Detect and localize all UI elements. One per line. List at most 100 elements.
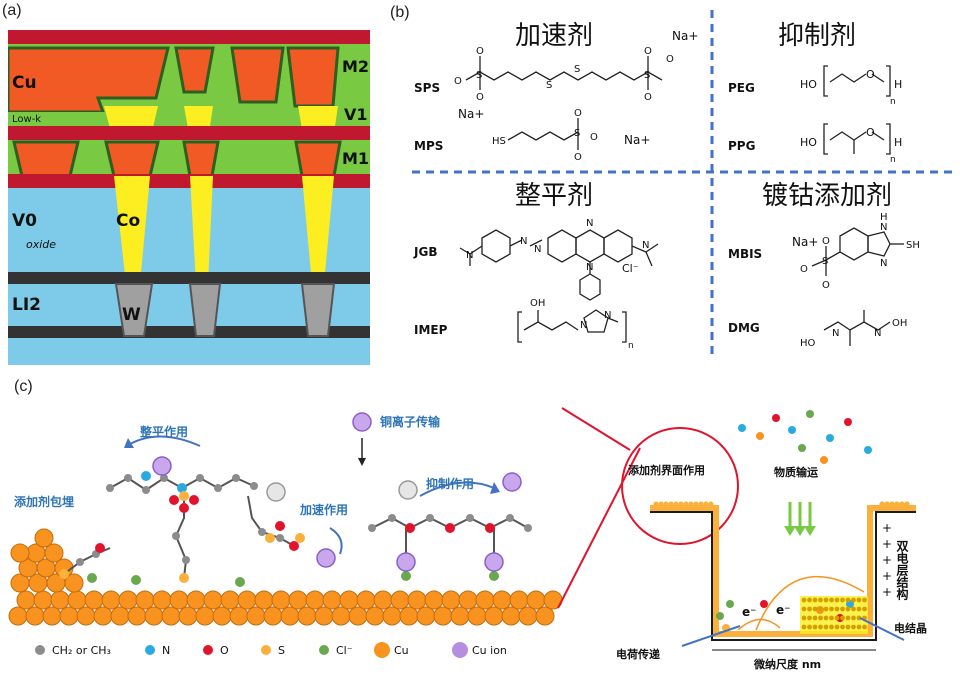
mbis-nh: N (880, 222, 887, 233)
chloride-atom (235, 577, 245, 587)
crystal-dot (818, 606, 823, 612)
label-interface: 添加剂界面作用 (628, 463, 705, 477)
label-v1: V1 (344, 105, 368, 124)
surface-dot (678, 501, 684, 507)
copper-atom (441, 590, 461, 610)
label-mass-transport: 物质输运 (774, 465, 818, 479)
jgb-n-6: N (466, 250, 473, 261)
legend-swatch (261, 645, 271, 655)
crystal-dot (856, 624, 862, 630)
label-w: W (122, 305, 141, 325)
legend-label: S (278, 644, 285, 657)
sps-s-3: S (574, 64, 580, 75)
particle (772, 414, 780, 422)
carbon-atom (172, 532, 180, 540)
legend-swatch (203, 645, 213, 655)
jgb-n-2: N (534, 244, 541, 255)
copper-atom (450, 606, 470, 626)
crystal-dot (807, 606, 812, 612)
mbis-o-3: O (800, 264, 808, 275)
panel-a-label: (a) (2, 2, 22, 19)
electron-2: e⁻ (776, 603, 790, 617)
cu-ion (316, 548, 336, 568)
svg-text:+: + (882, 537, 892, 551)
carbon-atom (214, 484, 222, 492)
crystal-dot (807, 597, 812, 603)
mbis-s: S (822, 256, 828, 267)
dmg-oh: OH (892, 318, 907, 329)
sps-s-4: S (644, 70, 650, 81)
surface-dot (884, 501, 890, 507)
oxygen-atom (169, 495, 179, 505)
plus-signs: +++ ++ (882, 521, 892, 599)
label-scale: 微纳尺度 nm (753, 657, 821, 671)
copper-atom (220, 590, 240, 610)
surface-dot (698, 501, 704, 507)
panel-b: (b) 加速剂 Na+ SPS MPS O S O O S S O S O O … (390, 0, 960, 370)
carbon-atom (388, 514, 396, 522)
na-ion-4: Na+ (792, 235, 818, 249)
cu-ion (502, 472, 522, 492)
copper-atom (535, 606, 555, 626)
crystal-dot (845, 606, 851, 612)
crystal-dot (801, 615, 807, 621)
oxygen-atom (189, 495, 199, 505)
label-burial: 添加剂包埋 (14, 494, 74, 509)
trench-outline (650, 511, 916, 641)
surface-dot (894, 501, 900, 507)
mbis-n: N (880, 258, 887, 269)
crystal-dot (807, 615, 812, 621)
copper-atom (356, 590, 376, 610)
copper-atom (458, 590, 478, 610)
legend-item: S (261, 644, 285, 657)
electron-1: e⁻ (742, 605, 756, 619)
imep-n-2: N (604, 310, 611, 321)
cu-ion (396, 552, 416, 572)
copper-atom (44, 543, 64, 563)
copper-atom (322, 590, 342, 610)
copper-atom (64, 573, 84, 593)
diffusion-curve (755, 576, 865, 631)
copper-atom (297, 606, 317, 626)
legend-item: O (203, 644, 229, 657)
crystal-dot (818, 597, 823, 603)
label-acceleration: 加速作用 (299, 502, 348, 517)
peg-structure (823, 65, 891, 97)
label-cu: Cu (12, 73, 37, 93)
copper-atom (501, 606, 521, 626)
ppg-o: O (866, 126, 875, 139)
copper-atom (526, 590, 546, 610)
panel-c: (c) 整平作用 铜离子传输 (0, 378, 960, 687)
cu-ion (484, 552, 504, 572)
surface-dot (683, 501, 689, 507)
chloride-atom (87, 573, 97, 583)
sulfur-atom (59, 569, 69, 579)
crystal-dot (823, 597, 829, 603)
sps-o-4: O (644, 46, 652, 57)
mbis-sh: SH (906, 240, 920, 251)
surface-dot (879, 501, 885, 507)
crystal-dot (818, 624, 823, 630)
oxygen-atom (275, 521, 285, 531)
copper-atom (424, 590, 444, 610)
sps-s-1: S (476, 70, 482, 81)
interconnect-cross-section: Cu Low-k M2 V1 M1 V0 oxide Co LI2 W (8, 30, 370, 365)
copper-atom (407, 590, 427, 610)
peg-o: O (866, 68, 875, 81)
crystal-dot (801, 624, 807, 630)
ppg-n: n (890, 155, 896, 165)
crystal-dot (856, 597, 862, 603)
particle (726, 600, 734, 608)
chloride-atom (131, 575, 141, 585)
crystal-dot (851, 597, 856, 603)
copper-substrate (8, 528, 563, 626)
surface-dot (708, 501, 714, 507)
mps-o-1: O (574, 108, 582, 119)
copper-atom (365, 606, 385, 626)
mbis-o-1: O (822, 236, 830, 247)
copper-atom (475, 590, 495, 610)
copper-atom (50, 590, 70, 610)
q3-title: 整平剂 (515, 181, 593, 211)
svg-text:+: + (882, 553, 892, 567)
particle (844, 418, 852, 426)
